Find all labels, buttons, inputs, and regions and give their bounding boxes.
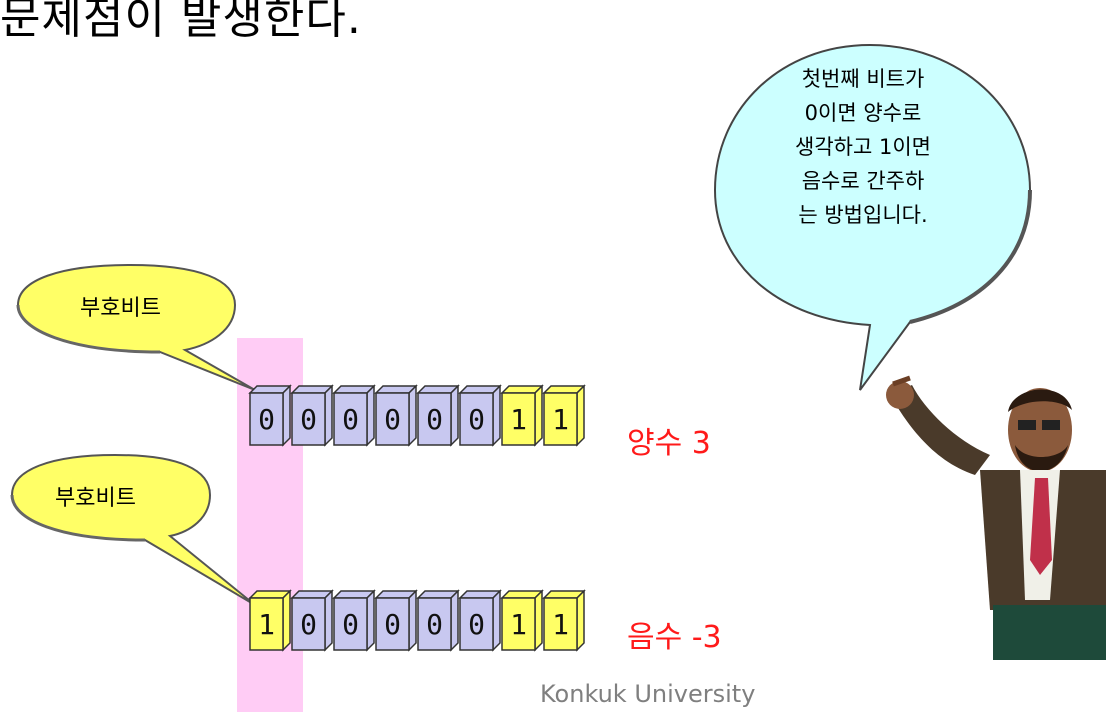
speech-line: 는 방법입니다. (798, 203, 928, 227)
footer-university: Konkuk University (540, 680, 756, 708)
speech-line: 생각하고 1이면 (795, 135, 931, 159)
bit-digit: 0 (300, 608, 317, 641)
sign-bit-callout-bottom (10, 453, 256, 606)
bit-cell: 0 (290, 384, 334, 447)
callout-label-bottom: 부호비트 (55, 486, 136, 511)
bit-cell: 0 (290, 589, 334, 652)
bit-cell: 0 (458, 589, 502, 652)
bit-cell: 1 (542, 589, 586, 652)
bit-digit: 1 (552, 403, 569, 436)
bit-digit: 0 (384, 608, 401, 641)
sign-bit-callout-top (16, 263, 256, 391)
bit-cell: 1 (542, 384, 586, 447)
bit-digit: 1 (510, 608, 527, 641)
presenter-figure (886, 375, 1106, 660)
speech-line: 음수로 간주하 (801, 169, 925, 193)
bit-digit: 0 (426, 608, 443, 641)
bit-cell: 0 (248, 384, 292, 447)
row-label-negative: 음수 -3 (627, 620, 722, 655)
bit-cell: 0 (332, 384, 376, 447)
bit-digit: 0 (426, 403, 443, 436)
bit-digit: 0 (468, 403, 485, 436)
speech-line: 0이면 양수로 (804, 101, 922, 125)
bit-cell: 0 (458, 384, 502, 447)
speech-bubble (713, 43, 1032, 391)
bit-digit: 0 (258, 403, 275, 436)
bit-cell: 0 (416, 384, 460, 447)
bit-cell: 1 (500, 589, 544, 652)
bit-cell: 0 (374, 384, 418, 447)
bit-digit: 0 (384, 403, 401, 436)
bit-cell: 1 (500, 384, 544, 447)
speech-line: 첫번째 비트가 (801, 67, 925, 91)
bit-digit: 1 (552, 608, 569, 641)
bit-digit: 0 (342, 608, 359, 641)
bit-cell: 0 (332, 589, 376, 652)
speech-bubble-text: 첫번째 비트가 0이면 양수로 생각하고 1이면 음수로 간주하 는 방법입니다… (748, 62, 978, 232)
row-label-positive: 양수 3 (627, 426, 711, 461)
bit-cell: 0 (374, 589, 418, 652)
bit-digit: 1 (510, 403, 527, 436)
bit-digit: 0 (300, 403, 317, 436)
slide-heading: 문제점이 발생한다. (0, 0, 362, 44)
bit-cell: 1 (248, 589, 292, 652)
bit-digit: 0 (468, 608, 485, 641)
bit-digit: 1 (258, 608, 275, 641)
bit-digit: 0 (342, 403, 359, 436)
bit-cell: 0 (416, 589, 460, 652)
callout-label-top: 부호비트 (80, 296, 161, 321)
